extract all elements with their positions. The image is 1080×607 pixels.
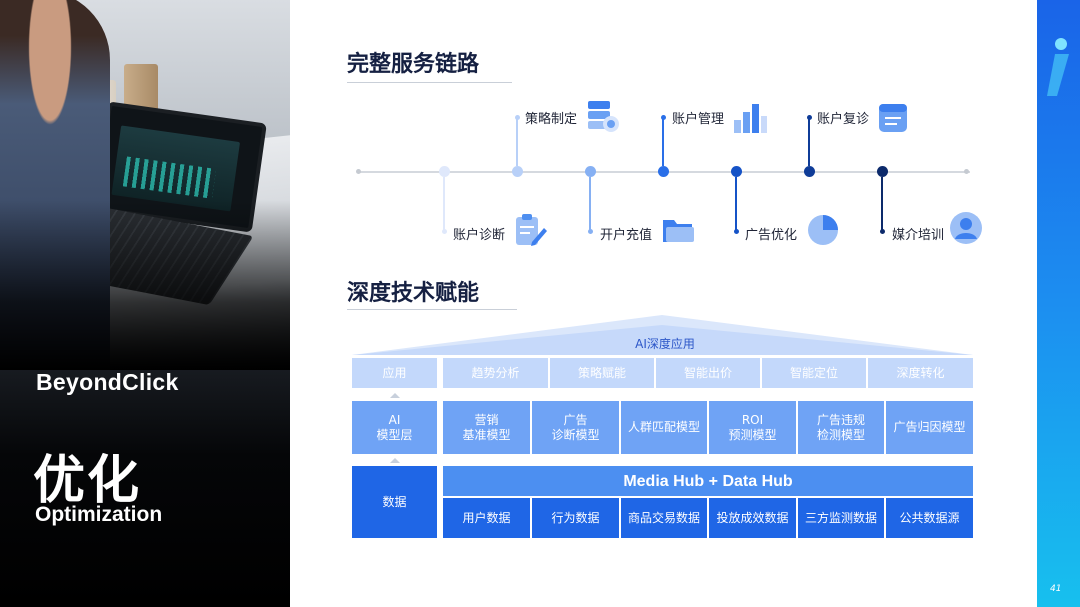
- accent-stripe: [1037, 0, 1080, 607]
- step-label-5: 广告优化: [745, 228, 798, 243]
- timeline-node-6: [804, 166, 815, 177]
- timeline-node-7: [877, 166, 888, 177]
- row-label-application: 应用: [352, 358, 437, 388]
- roof-label: AI深度应用: [635, 337, 695, 351]
- step-label-4: 账户管理: [672, 112, 725, 127]
- timeline-end-dot: [964, 169, 969, 174]
- data-cell-3: 商品交易数据: [621, 498, 707, 538]
- pie-chart-icon: [808, 215, 838, 245]
- app-cell-2: 策略赋能: [550, 358, 654, 388]
- timeline-node-2: [512, 166, 523, 177]
- section-divider: [347, 309, 517, 310]
- page-number: 41: [1050, 584, 1062, 594]
- app-cell-5: 深度转化: [868, 358, 973, 388]
- model-cell-1: 营销 基准模型: [443, 401, 530, 454]
- clipboard-icon: [516, 214, 547, 246]
- message-icon: [879, 104, 907, 132]
- model-cell-3: 人群匹配模型: [621, 401, 707, 454]
- app-cell-1: 趋势分析: [443, 358, 548, 388]
- section-divider: [347, 82, 512, 83]
- timeline-node-1: [439, 166, 450, 177]
- model-cell-5: 广告违规 检测模型: [798, 401, 884, 454]
- tech-section-title: 深度技术赋能: [347, 281, 480, 306]
- up-arrow-icon: [390, 393, 400, 398]
- office-photo: [0, 0, 290, 370]
- service-section-title: 完整服务链路: [347, 52, 480, 77]
- model-cell-2: 广告 诊断模型: [532, 401, 619, 454]
- data-cell-2: 行为数据: [532, 498, 619, 538]
- folder-icon: [663, 220, 694, 242]
- data-cell-5: 三方监测数据: [798, 498, 884, 538]
- app-cell-4: 智能定位: [762, 358, 866, 388]
- data-hub-banner: Media Hub + Data Hub: [443, 466, 973, 496]
- hero-panel: BeyondClick 优化 Optimization: [0, 0, 290, 607]
- hero-title: 优化: [33, 451, 142, 511]
- up-arrow-icon: [390, 458, 400, 463]
- model-cell-6: 广告归因模型: [886, 401, 973, 454]
- step-label-3: 开户充值: [600, 228, 653, 243]
- bar-chart-icon: [734, 104, 767, 133]
- brand-mark-icon: [1047, 38, 1069, 96]
- step-label-6: 账户复诊: [817, 112, 870, 127]
- user-icon: [950, 212, 982, 244]
- ai-roof: [352, 315, 973, 355]
- row-label-ai-model: AI 模型层: [352, 401, 437, 454]
- row-label-data: 数据: [352, 466, 437, 538]
- timeline-node-3: [585, 166, 596, 177]
- step-label-7: 媒介培训: [892, 228, 945, 243]
- data-cell-4: 投放成效数据: [709, 498, 796, 538]
- data-cell-1: 用户数据: [443, 498, 530, 538]
- data-cell-6: 公共数据源: [886, 498, 973, 538]
- model-cell-4: ROI 预测模型: [709, 401, 796, 454]
- brand-logo: BeyondClick: [36, 369, 179, 395]
- step-label-2: 策略制定: [525, 112, 578, 127]
- timeline-node-5: [731, 166, 742, 177]
- timeline-start-dot: [356, 169, 361, 174]
- timeline-node-4: [658, 166, 669, 177]
- database-icon: [588, 101, 619, 132]
- hero-subtitle: Optimization: [35, 503, 163, 526]
- step-label-1: 账户诊断: [453, 228, 506, 243]
- app-cell-3: 智能出价: [656, 358, 760, 388]
